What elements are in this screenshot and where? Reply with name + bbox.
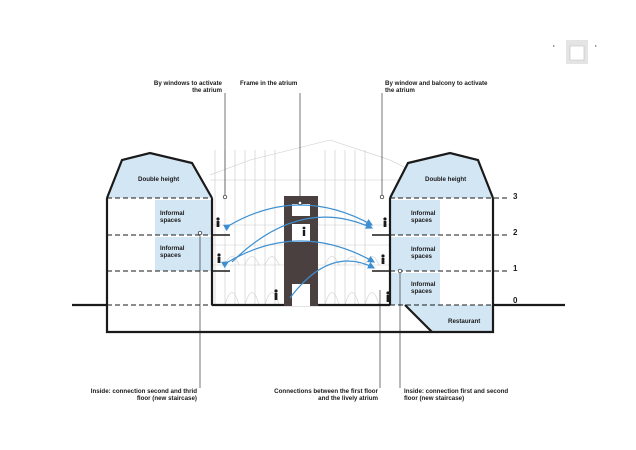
svg-text:▸: ▸ (553, 43, 555, 48)
informal-right-top-label: Informal spaces (411, 210, 436, 225)
people-figures (216, 217, 390, 302)
atrium-frame (284, 196, 318, 306)
leader-dots (197, 194, 403, 274)
svg-text:▸: ▸ (595, 43, 597, 48)
level-1-label: 1 (513, 264, 518, 273)
double-height-right-label: Double height (425, 176, 467, 183)
floor-slabs (211, 198, 390, 272)
level-0-label: 0 (513, 296, 518, 305)
annotation-window-balcony: By window and balcony to activate the at… (385, 80, 488, 95)
informal-right-mid-label: Informal spaces (411, 246, 436, 261)
informal-right-low-label: Informal spaces (411, 281, 436, 296)
informal-left-lower-label: Informal spaces (160, 245, 185, 260)
annotation-inside-first-second: Inside: connection first and second floo… (404, 388, 509, 403)
leader-lines (199, 93, 401, 388)
informal-left-upper-label: Informal spaces (160, 210, 185, 225)
space-fills (107, 153, 493, 332)
level-lines (107, 197, 510, 306)
annotation-windows-atrium: By windows to activate the atrium (153, 80, 222, 95)
annotation-connections-first: Connections between the first floor and … (274, 388, 378, 403)
level-2-label: 2 (513, 228, 518, 237)
annotation-inside-second-third: Inside: connection second and thrid floo… (90, 388, 197, 403)
north-arrow-icon: ▸ ▸ (553, 40, 597, 64)
level-3-label: 3 (513, 192, 518, 201)
connection-arrows (221, 204, 376, 299)
restaurant-label: Restaurant (448, 318, 481, 325)
annotation-frame-atrium: Frame in the atrium (240, 80, 298, 87)
double-height-left-label: Double height (138, 176, 180, 183)
